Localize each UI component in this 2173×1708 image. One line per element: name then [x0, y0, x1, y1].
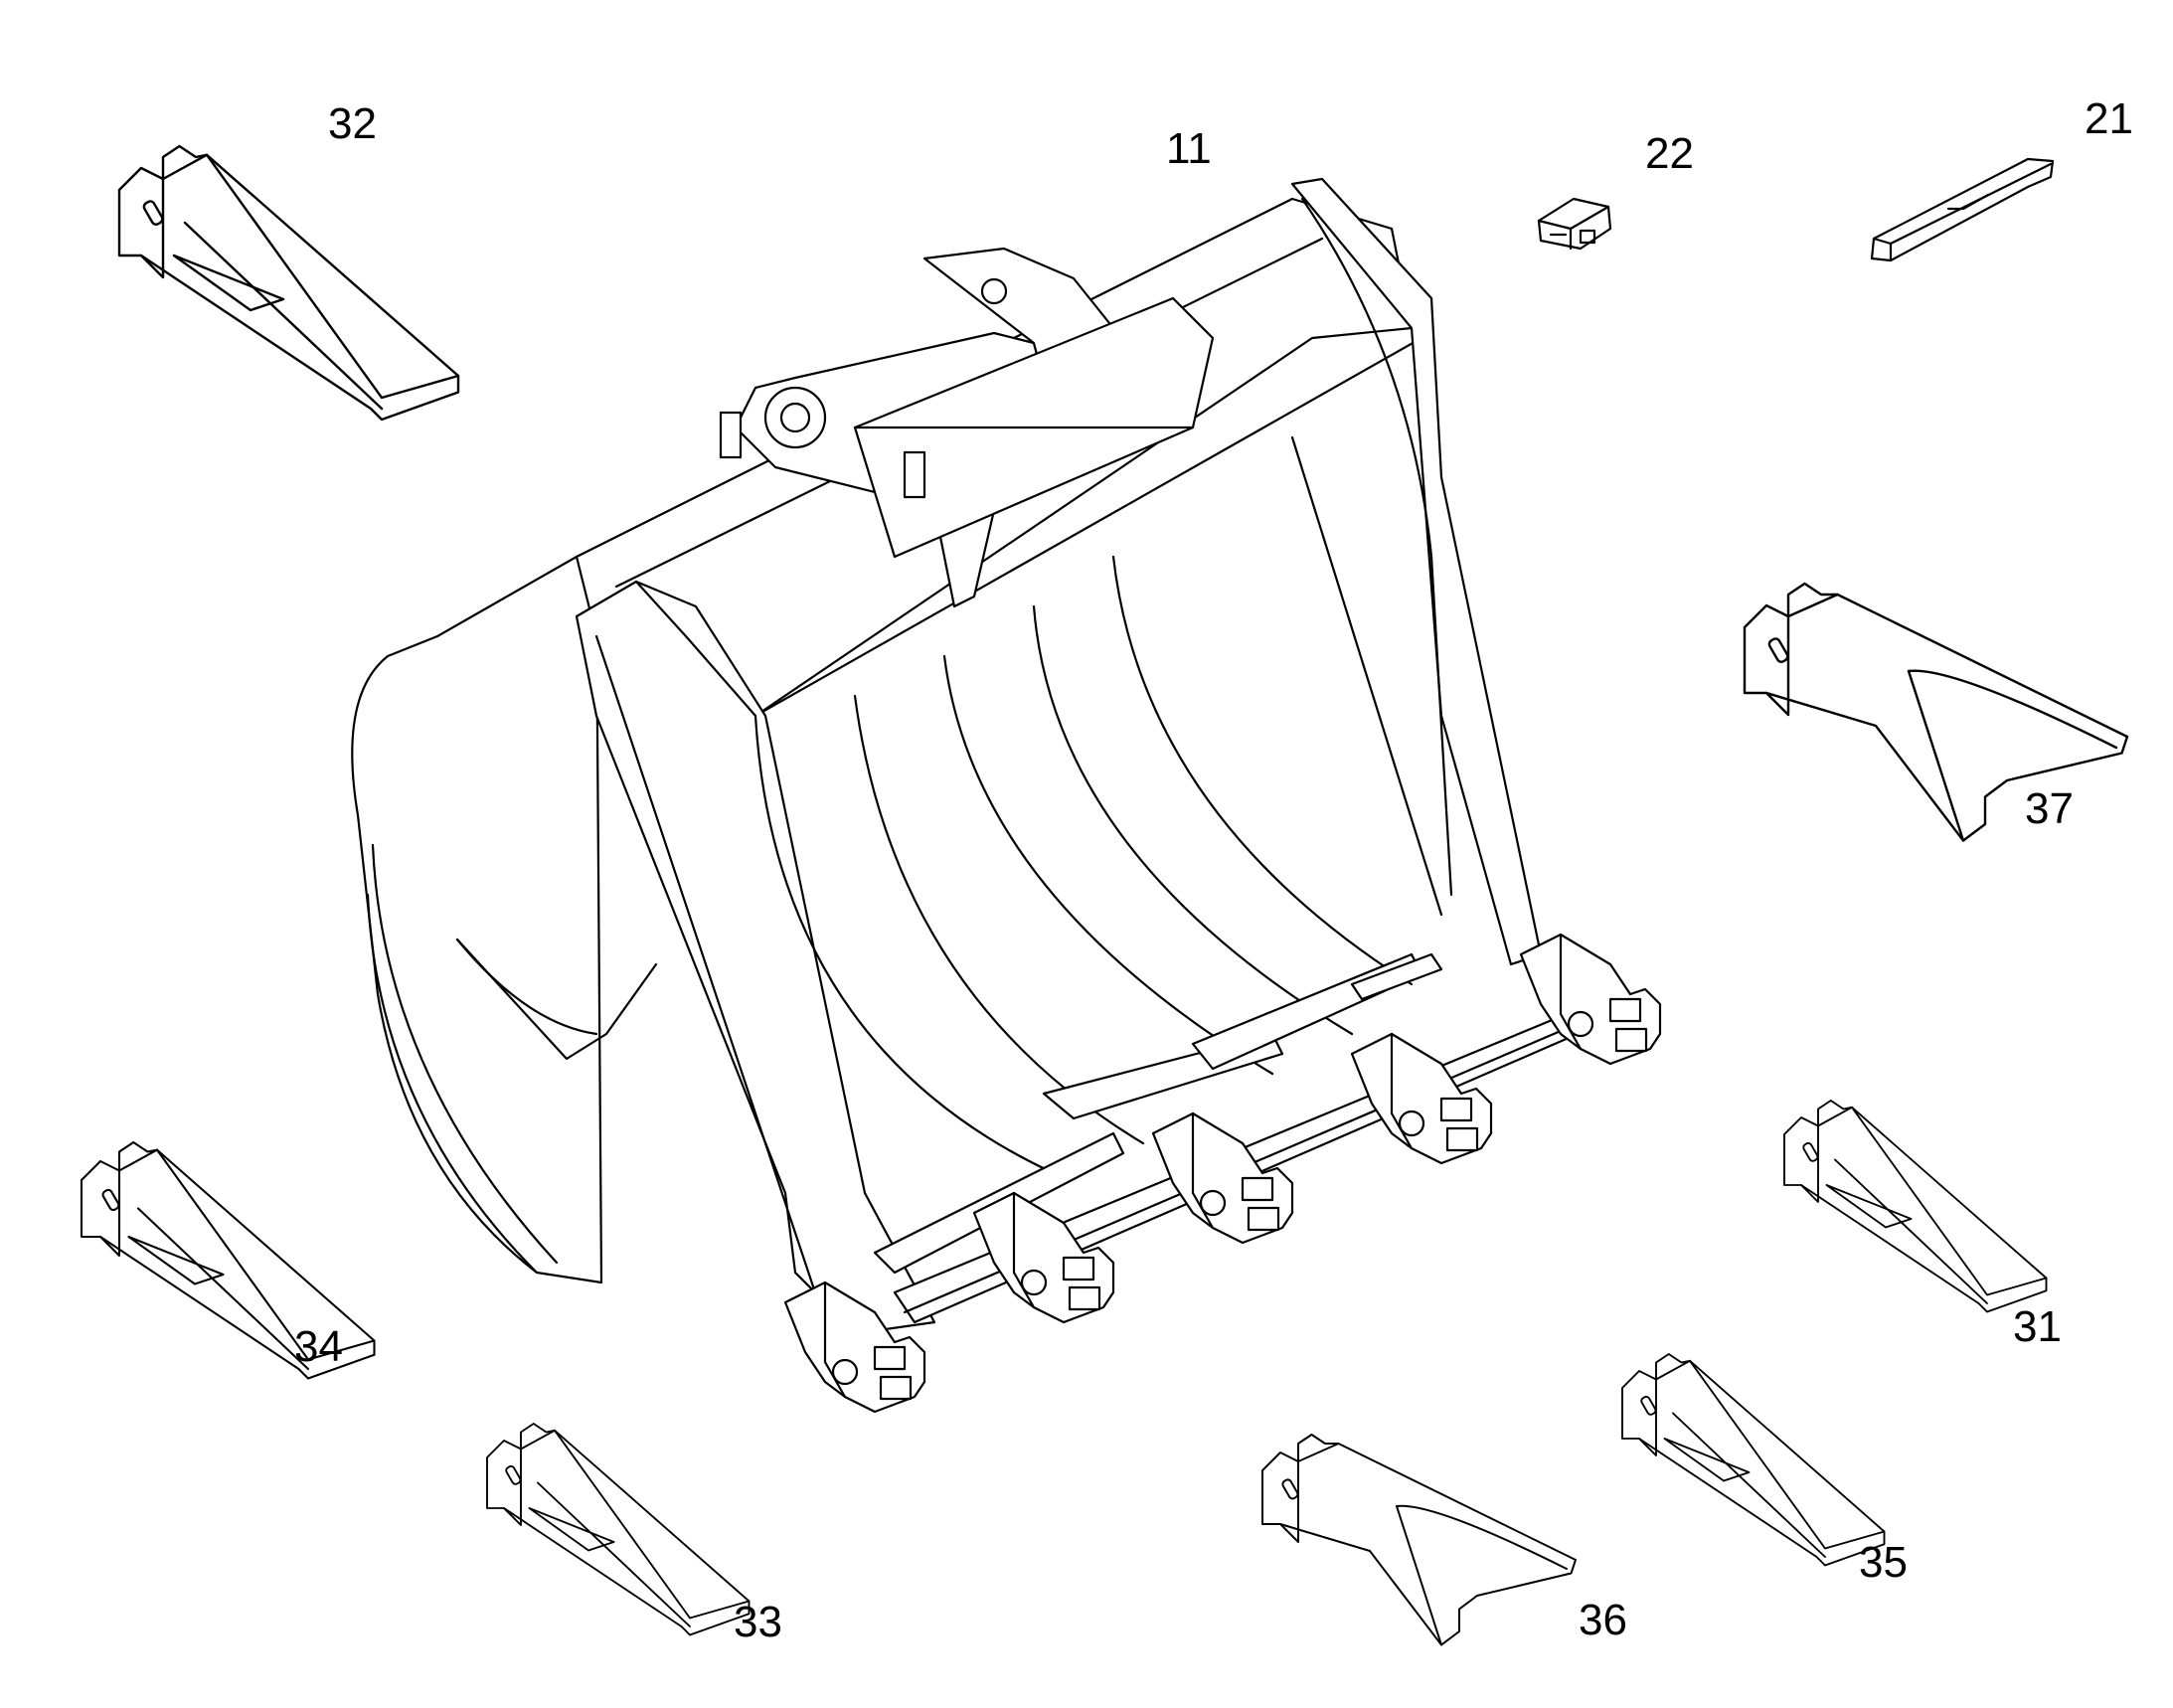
wear-strip-icon — [1870, 157, 2055, 262]
part-label-21: 21 — [2085, 94, 2133, 143]
tooth-32-icon — [117, 144, 460, 422]
part-label-33: 33 — [734, 1598, 782, 1646]
part-label-11: 11 — [1166, 124, 1212, 173]
retainer-icon — [1537, 197, 1612, 251]
tooth-36-icon — [1261, 1434, 1577, 1646]
part-label-37: 37 — [2025, 784, 2074, 833]
part-label-35: 35 — [1859, 1538, 1908, 1587]
part-label-34: 34 — [294, 1322, 343, 1371]
part-label-36: 36 — [1579, 1596, 1627, 1644]
bucket-adapters — [783, 933, 1662, 1414]
tooth-33-icon — [486, 1423, 751, 1636]
part-label-31: 31 — [2013, 1302, 2062, 1351]
part-label-22: 22 — [1645, 129, 1694, 178]
tooth-31-icon — [1783, 1100, 2048, 1313]
tooth-35-icon — [1621, 1353, 1886, 1567]
part-label-32: 32 — [328, 99, 377, 148]
bucket-icon — [351, 177, 1602, 1334]
